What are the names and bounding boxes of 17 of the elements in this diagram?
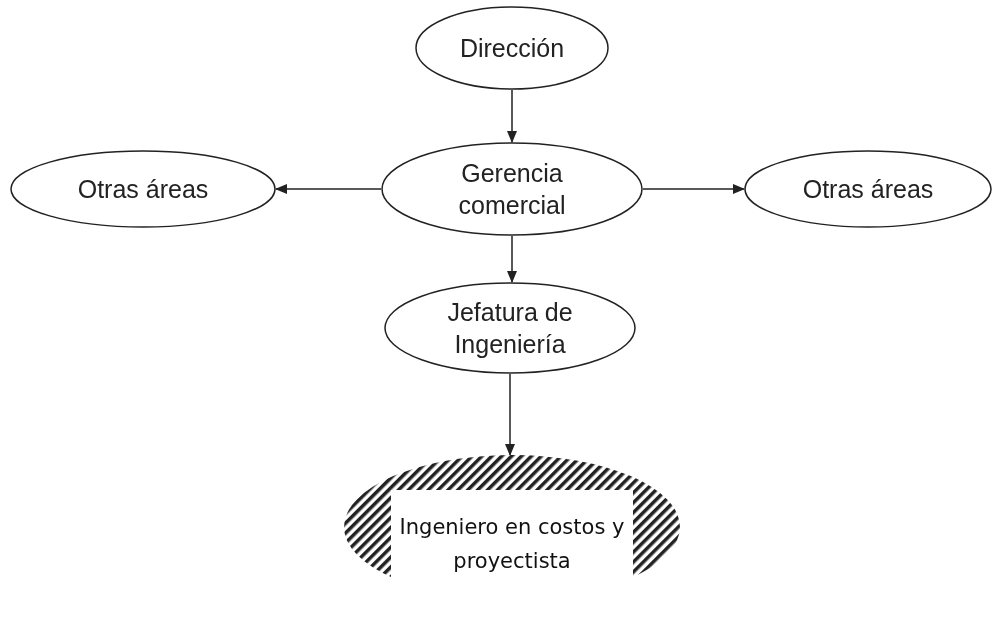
ellipse-node — [10, 150, 276, 228]
ellipse-node — [744, 150, 992, 228]
node-label: Otras áreas — [77, 173, 209, 205]
arrow — [507, 235, 517, 283]
hatched-ellipse — [343, 454, 681, 600]
node-label: Dirección — [459, 32, 565, 64]
ellipse-node — [381, 142, 643, 236]
arrow — [505, 373, 515, 456]
node-label: Gerencia comercial — [457, 157, 567, 221]
node-label: Otras áreas — [802, 173, 934, 205]
arrow — [275, 184, 382, 194]
arrow — [642, 184, 745, 194]
node-label: Ingeniero en costos y proyectista — [398, 514, 626, 575]
arrow — [507, 89, 517, 143]
ellipse-node — [384, 282, 636, 374]
ellipse-node — [415, 6, 609, 90]
node-label: Jefatura de Ingeniería — [446, 296, 574, 360]
